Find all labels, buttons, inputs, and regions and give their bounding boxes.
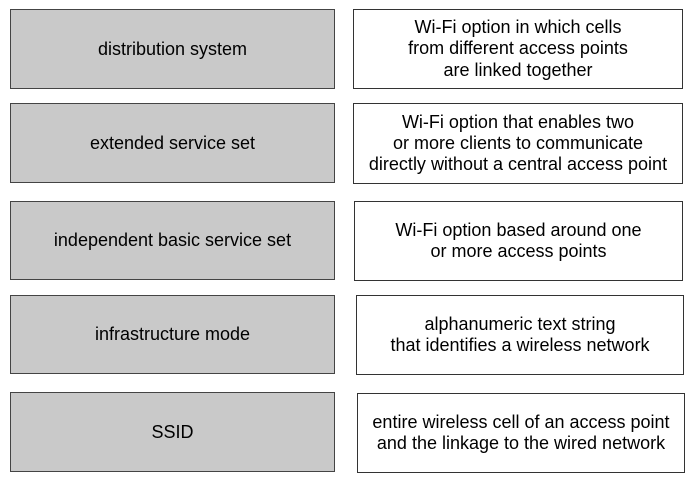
definition-box[interactable]: alphanumeric text string that identifies… bbox=[356, 295, 684, 375]
term-label: infrastructure mode bbox=[94, 324, 251, 345]
definition-box[interactable]: Wi-Fi option based around one or more ac… bbox=[354, 201, 683, 281]
definition-line: Wi-Fi option based around one bbox=[395, 219, 642, 240]
definition-line: are linked together bbox=[443, 59, 593, 80]
definition-box[interactable]: entire wireless cell of an access point … bbox=[357, 393, 685, 473]
definition-line: Wi-Fi option in which cells bbox=[414, 17, 622, 38]
definition-box[interactable]: Wi-Fi option in which cells from differe… bbox=[353, 9, 683, 89]
definition-box[interactable]: Wi-Fi option that enables two or more cl… bbox=[353, 103, 683, 184]
definition-line: or more access points bbox=[430, 241, 607, 261]
definition-line: Wi-Fi option that enables two bbox=[401, 111, 635, 132]
term-ssid[interactable]: SSID bbox=[10, 392, 335, 472]
term-independent-basic-service-set[interactable]: independent basic service set bbox=[10, 201, 335, 280]
term-infrastructure-mode[interactable]: infrastructure mode bbox=[10, 295, 335, 374]
definition-line: and the linkage to the wired network bbox=[376, 433, 666, 453]
term-label: distribution system bbox=[97, 38, 248, 59]
term-label: independent basic service set bbox=[53, 230, 292, 251]
term-label: extended service set bbox=[89, 132, 256, 153]
definition-line: directly without a central access point bbox=[368, 154, 668, 175]
definition-line: or more clients to communicate bbox=[392, 132, 644, 153]
term-extended-service-set[interactable]: extended service set bbox=[10, 103, 335, 183]
term-distribution-system[interactable]: distribution system bbox=[10, 9, 335, 89]
definition-line: from different access points bbox=[408, 38, 628, 59]
definition-line: alphanumeric text string bbox=[424, 313, 616, 334]
definition-line: that identifies a wireless network bbox=[390, 335, 650, 355]
definition-line: entire wireless cell of an access point bbox=[372, 411, 670, 432]
term-label: SSID bbox=[151, 421, 194, 442]
